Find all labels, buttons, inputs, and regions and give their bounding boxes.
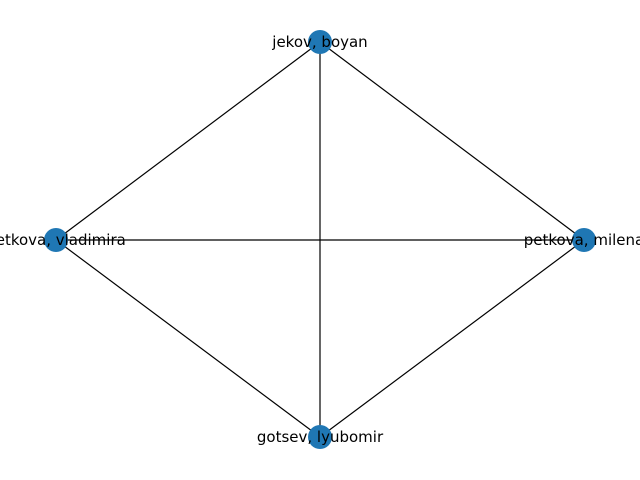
edge-jekov-petkova-m [319, 41, 585, 241]
node-label-petkova-v: petkova, vladimira [0, 231, 126, 249]
node-label-petkova-m: petkova, milena [524, 231, 640, 249]
edge-jekov-petkova-v [55, 41, 321, 241]
node-gotsev [308, 425, 332, 449]
nodes-layer [44, 30, 596, 449]
edges-layer [55, 41, 585, 438]
node-label-jekov: jekov, boyan [271, 33, 367, 51]
node-petkova-m [572, 228, 596, 252]
labels-layer: jekov, boyan petkova, vladimira petkova, m… [0, 33, 640, 446]
node-petkova-v [44, 228, 68, 252]
edge-petkova-m-gotsev [319, 239, 585, 438]
edge-petkova-v-gotsev [55, 239, 321, 438]
node-jekov [308, 30, 332, 54]
node-label-gotsev: gotsev, lyubomir [257, 428, 384, 446]
